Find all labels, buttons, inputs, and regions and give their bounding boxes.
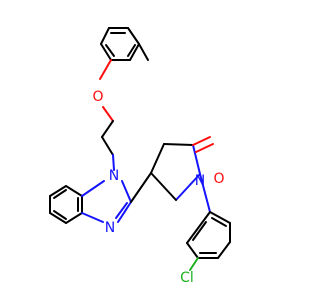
carbonyl-bond-a [192, 136, 211, 146]
benzimidazole-ring [49, 180, 132, 224]
atom-nitrogen-lactam: N [195, 173, 205, 189]
propyl-nitrogen-bond [112, 154, 115, 171]
chlorophenyl-ring [186, 211, 231, 259]
aryl-oxygen-bond [99, 59, 112, 80]
molecule-structure: O N N O N Cl [49, 27, 231, 286]
pyrrolidinone-ring [150, 143, 201, 201]
oxygen-chain-bond [102, 106, 114, 122]
phenyl-nitrogen-bond [199, 173, 211, 213]
structure-canvas: O N N O N Cl [49, 27, 231, 286]
propyl-bond-1 [101, 120, 114, 138]
atom-nitrogen-3: N [105, 220, 115, 236]
core-linker-bond [130, 172, 152, 203]
atom-oxygen-ether: O [92, 89, 103, 105]
carbonyl-bond-b [195, 143, 214, 153]
methyl-bond [138, 43, 149, 61]
tolyl-ring [100, 27, 140, 61]
propyl-bond-2 [101, 136, 114, 156]
atom-chlorine: Cl [180, 270, 194, 286]
chlorine-bond [189, 257, 199, 271]
atom-oxygen-carbonyl: O [213, 171, 224, 187]
atom-nitrogen-1: N [109, 168, 119, 184]
